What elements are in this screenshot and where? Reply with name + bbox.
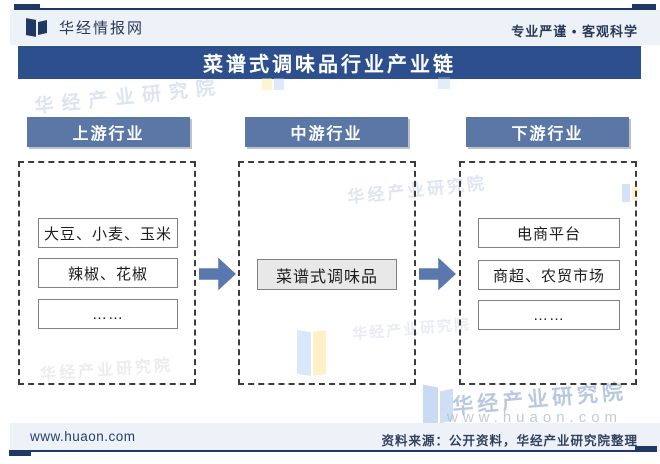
downstream-item: 商超、农贸市场 [478, 260, 620, 290]
page-title: 菜谱式调味品行业产业链 [203, 54, 456, 76]
brand-name: 华经情报网 [59, 20, 145, 37]
downstream-item: 电商平台 [478, 218, 620, 248]
footer-source-note: 资料来源：公开资料，华经产业研究院整理 [381, 434, 638, 448]
upstream-item: …… [38, 299, 178, 329]
brand-logo-icon [26, 18, 50, 37]
top-divider-line [14, 8, 652, 10]
footer-site-url: www.huaon.com [30, 429, 136, 444]
top-right-tick [632, 4, 656, 10]
column-header-midstream: 中游行业 [245, 117, 408, 147]
watermark-text: 华经产业研究院 [33, 77, 224, 118]
upstream-item: 辣椒、花椒 [38, 258, 178, 288]
header-bar [10, 10, 660, 45]
column-header-upstream: 上游行业 [27, 117, 190, 147]
watermark-logo-mark [423, 384, 453, 428]
upstream-group-box [18, 161, 196, 385]
upstream-item: 大豆、小麦、玉米 [38, 218, 178, 248]
bottom-divider-line [14, 450, 654, 452]
downstream-item: …… [478, 300, 620, 330]
header-tagline: 专业严谨 • 客观科学 [511, 24, 638, 39]
footer-bar [10, 423, 660, 451]
top-left-tick [14, 4, 40, 10]
right-arrow-icon [199, 257, 236, 291]
downstream-group-box [459, 161, 637, 385]
title-banner: 菜谱式调味品行业产业链 [18, 46, 641, 79]
watermark-logo-mark [262, 78, 284, 90]
right-arrow-icon [419, 257, 456, 291]
bottom-left-tick [9, 450, 31, 456]
midstream-group-box [238, 161, 416, 385]
midstream-item: 菜谱式调味品 [257, 259, 397, 290]
bottom-right-tick [635, 446, 657, 452]
column-header-downstream: 下游行业 [466, 117, 629, 147]
brand: 华经情报网 [26, 17, 144, 38]
